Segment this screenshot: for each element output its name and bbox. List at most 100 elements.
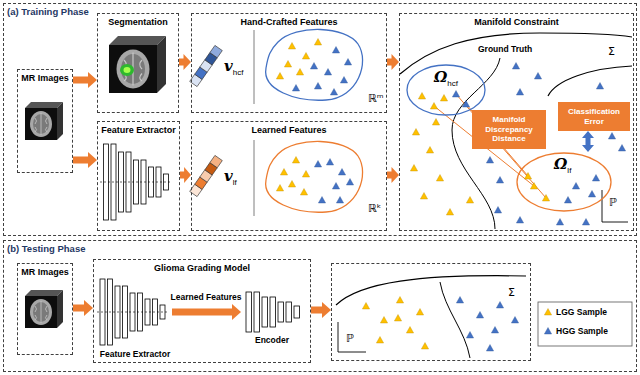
network-axis — [100, 182, 172, 183]
legend-text: LGG Sample — [556, 307, 607, 317]
heading-text: Classification Error — [558, 105, 630, 128]
heading-text: Learned Features — [251, 125, 326, 136]
lf-cluster-outline — [266, 141, 363, 212]
heading-text: Glioma Grading Model — [154, 263, 250, 274]
flow-arrow — [387, 54, 399, 70]
heading-text: (b) Testing Phase — [7, 243, 85, 254]
hgg-point — [491, 327, 498, 334]
manifold-curve — [336, 276, 526, 305]
space-label: ℙ — [346, 332, 354, 345]
lgg-point — [292, 157, 299, 164]
hgg-point — [516, 89, 523, 96]
heading-text: MR Images — [21, 73, 69, 84]
hgg-point — [338, 169, 345, 176]
space-axes — [338, 322, 366, 352]
hgg-point — [346, 179, 353, 186]
hgg-point — [516, 217, 523, 224]
hgg-point — [314, 83, 321, 90]
lf-space — [266, 141, 363, 212]
manifold-region: Ωlf — [516, 152, 612, 212]
hgg-point — [496, 177, 503, 184]
region-name: Ωlf — [554, 158, 571, 175]
hgg-point — [330, 89, 337, 96]
tumor-mask — [120, 64, 134, 76]
space-label: ℙ — [609, 196, 617, 209]
annotation-label: Ground Truth — [478, 44, 532, 54]
hgg-point — [344, 59, 351, 66]
hgg-point — [336, 197, 343, 204]
vector-name: vlf — [224, 170, 237, 187]
vector-cell — [210, 155, 222, 167]
annotation-label: Encoder — [255, 335, 289, 345]
flow-arrow — [73, 152, 97, 168]
vector-cell — [210, 45, 222, 57]
lgg-point — [362, 303, 369, 310]
hgg-point — [466, 332, 473, 339]
lgg-point — [524, 173, 531, 180]
image-box: MR Images — [17, 69, 73, 173]
mr-image — [25, 290, 63, 328]
lgg-point — [302, 53, 309, 60]
hgg-point — [494, 207, 501, 214]
feature-box: Hand-Crafted Featuresvhcfℝᵐ — [191, 13, 387, 113]
layer-bar — [254, 292, 260, 332]
lgg-point — [288, 43, 295, 50]
hgg-point — [588, 191, 595, 198]
layer-bar — [246, 292, 252, 332]
heading-text: MR Images — [21, 267, 69, 278]
hgg-point — [582, 219, 589, 226]
lgg-point — [426, 147, 433, 154]
heading-text: Hand-Crafted Features — [240, 17, 337, 28]
hgg-point — [596, 83, 603, 90]
hgg-point — [318, 197, 325, 204]
model-box: Glioma Grading Model — [93, 259, 311, 363]
lgg-point — [420, 193, 427, 200]
region-name: Ωhcf — [434, 71, 458, 88]
feature-box: Learned Featuresvlfℝᵏ — [191, 121, 387, 231]
network-axis — [97, 312, 168, 313]
lgg-point — [406, 327, 413, 334]
lgg-point — [530, 183, 537, 190]
hgg-point — [452, 91, 459, 98]
hgg-point — [556, 219, 563, 226]
lf-vector — [190, 155, 223, 196]
heading-text: Manifold Discrepancy Distance — [472, 113, 546, 146]
lgg-point — [380, 317, 387, 324]
hgg-point — [324, 69, 331, 76]
lgg-point — [276, 73, 283, 80]
layer-bar — [294, 306, 300, 318]
lgg-point — [376, 337, 383, 344]
layer-bar — [286, 302, 292, 322]
hgg-point — [340, 77, 347, 84]
hgg-point — [512, 63, 519, 70]
legend-text: HGG Sample — [556, 326, 608, 336]
legend-sample — [544, 309, 551, 316]
hgg-point — [496, 302, 503, 309]
manifold-region: Ωhcf — [406, 64, 486, 116]
phase-panel: (a) Training PhaseMR ImagesSegmentationF… — [3, 3, 637, 236]
hgg-point — [456, 297, 463, 304]
lgg-point — [446, 209, 453, 216]
hgg-point — [564, 197, 571, 204]
lgg-point — [280, 169, 287, 176]
hgg-point — [486, 345, 493, 352]
layer-bar — [278, 302, 284, 322]
lgg-point — [288, 181, 295, 188]
loss-box: Classification Error — [558, 102, 630, 131]
lgg-point — [421, 343, 428, 350]
heading-text: Feature Extractor — [101, 125, 176, 136]
lgg-point — [296, 69, 303, 76]
hgg-point — [476, 312, 483, 319]
manifold-symbol: Σ — [608, 45, 615, 58]
flow-arrow — [73, 72, 97, 88]
lgg-point — [436, 175, 443, 182]
hgg-point — [534, 73, 541, 80]
lgg-point — [396, 297, 403, 304]
hgg-point — [511, 317, 518, 324]
image-box: MR Images — [17, 263, 73, 355]
legend-box — [538, 302, 632, 346]
region-ellipse — [407, 65, 485, 115]
